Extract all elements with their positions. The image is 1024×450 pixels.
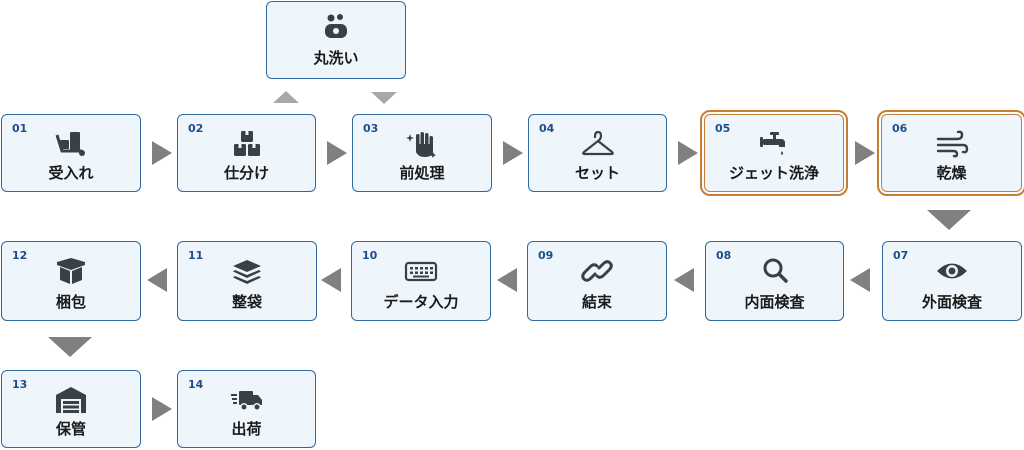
arrow-right bbox=[152, 141, 172, 165]
hanger-icon bbox=[581, 129, 615, 159]
search-icon bbox=[758, 256, 792, 286]
step-number: 04 bbox=[539, 122, 555, 135]
truck-icon bbox=[230, 385, 264, 415]
step-label: 結束 bbox=[581, 293, 612, 311]
step-09: 09 結束 bbox=[527, 241, 667, 321]
step-number: 03 bbox=[363, 122, 379, 135]
step-label: データ入力 bbox=[383, 293, 459, 311]
step-03: 03 前処理 bbox=[352, 114, 492, 192]
soap-bubbles-icon bbox=[319, 12, 353, 42]
step-05: 05 ジェット洗浄 bbox=[700, 110, 848, 196]
arrow-up bbox=[273, 91, 299, 103]
arrow-left bbox=[674, 268, 694, 292]
open-box-icon bbox=[54, 256, 88, 286]
step-12: 12 梱包 bbox=[1, 241, 141, 321]
step-label: ジェット洗浄 bbox=[728, 164, 819, 182]
step-08: 08 内面検査 bbox=[705, 241, 844, 321]
step-label: 受入れ bbox=[48, 164, 94, 182]
step-01: 01 受入れ bbox=[1, 114, 141, 192]
warehouse-icon bbox=[54, 385, 88, 415]
step-14: 14 出荷 bbox=[177, 370, 316, 448]
wind-icon bbox=[935, 129, 969, 159]
step-number: 12 bbox=[12, 249, 28, 262]
arrow-down bbox=[371, 92, 397, 104]
step-label: セット bbox=[574, 164, 620, 182]
step-label: 内面検査 bbox=[744, 293, 805, 311]
step-number: 13 bbox=[12, 378, 28, 391]
step-number: 11 bbox=[188, 249, 204, 262]
link-icon bbox=[580, 256, 614, 286]
step-number: 07 bbox=[893, 249, 909, 262]
layers-icon bbox=[230, 256, 264, 286]
arrow-down bbox=[48, 337, 92, 357]
step-label: 外面検査 bbox=[921, 293, 982, 311]
arrow-down bbox=[927, 210, 971, 230]
keyboard-icon bbox=[404, 256, 438, 286]
step-06: 06 乾燥 bbox=[877, 110, 1024, 196]
step-10: 10 データ入力 bbox=[351, 241, 491, 321]
step-number: 14 bbox=[188, 378, 204, 391]
step-number: 08 bbox=[716, 249, 732, 262]
step-13: 13 保管 bbox=[1, 370, 141, 448]
dolly-icon bbox=[54, 129, 88, 159]
faucet-icon bbox=[757, 129, 791, 159]
step-04: 04 セット bbox=[528, 114, 667, 192]
step-label: 仕分け bbox=[223, 164, 269, 182]
step-07: 07 外面検査 bbox=[882, 241, 1022, 321]
step-number: 05 bbox=[715, 122, 731, 135]
arrow-right bbox=[152, 397, 172, 421]
arrow-left bbox=[497, 268, 517, 292]
step-label: 前処理 bbox=[399, 164, 445, 182]
step-number: 06 bbox=[892, 122, 908, 135]
arrow-right bbox=[503, 141, 523, 165]
step-11: 11 整袋 bbox=[177, 241, 317, 321]
arrow-left bbox=[850, 268, 870, 292]
boxes-icon bbox=[230, 129, 264, 159]
arrow-right bbox=[678, 141, 698, 165]
arrow-right bbox=[855, 141, 875, 165]
step-side-marua: 丸洗い bbox=[266, 1, 406, 79]
step-number: 01 bbox=[12, 122, 28, 135]
step-label: 乾燥 bbox=[936, 164, 967, 182]
step-number: 02 bbox=[188, 122, 204, 135]
arrow-left bbox=[147, 268, 167, 292]
step-number: 09 bbox=[538, 249, 554, 262]
sparkle-hand-icon bbox=[405, 129, 439, 159]
step-02: 02 仕分け bbox=[177, 114, 316, 192]
step-label: 保管 bbox=[55, 420, 86, 438]
step-label: 整袋 bbox=[231, 293, 262, 311]
step-label: 出荷 bbox=[231, 420, 262, 438]
step-label: 梱包 bbox=[55, 293, 86, 311]
arrow-right bbox=[327, 141, 347, 165]
arrow-left bbox=[321, 268, 341, 292]
side-step-label: 丸洗い bbox=[313, 49, 359, 67]
eye-icon bbox=[935, 256, 969, 286]
step-number: 10 bbox=[362, 249, 378, 262]
